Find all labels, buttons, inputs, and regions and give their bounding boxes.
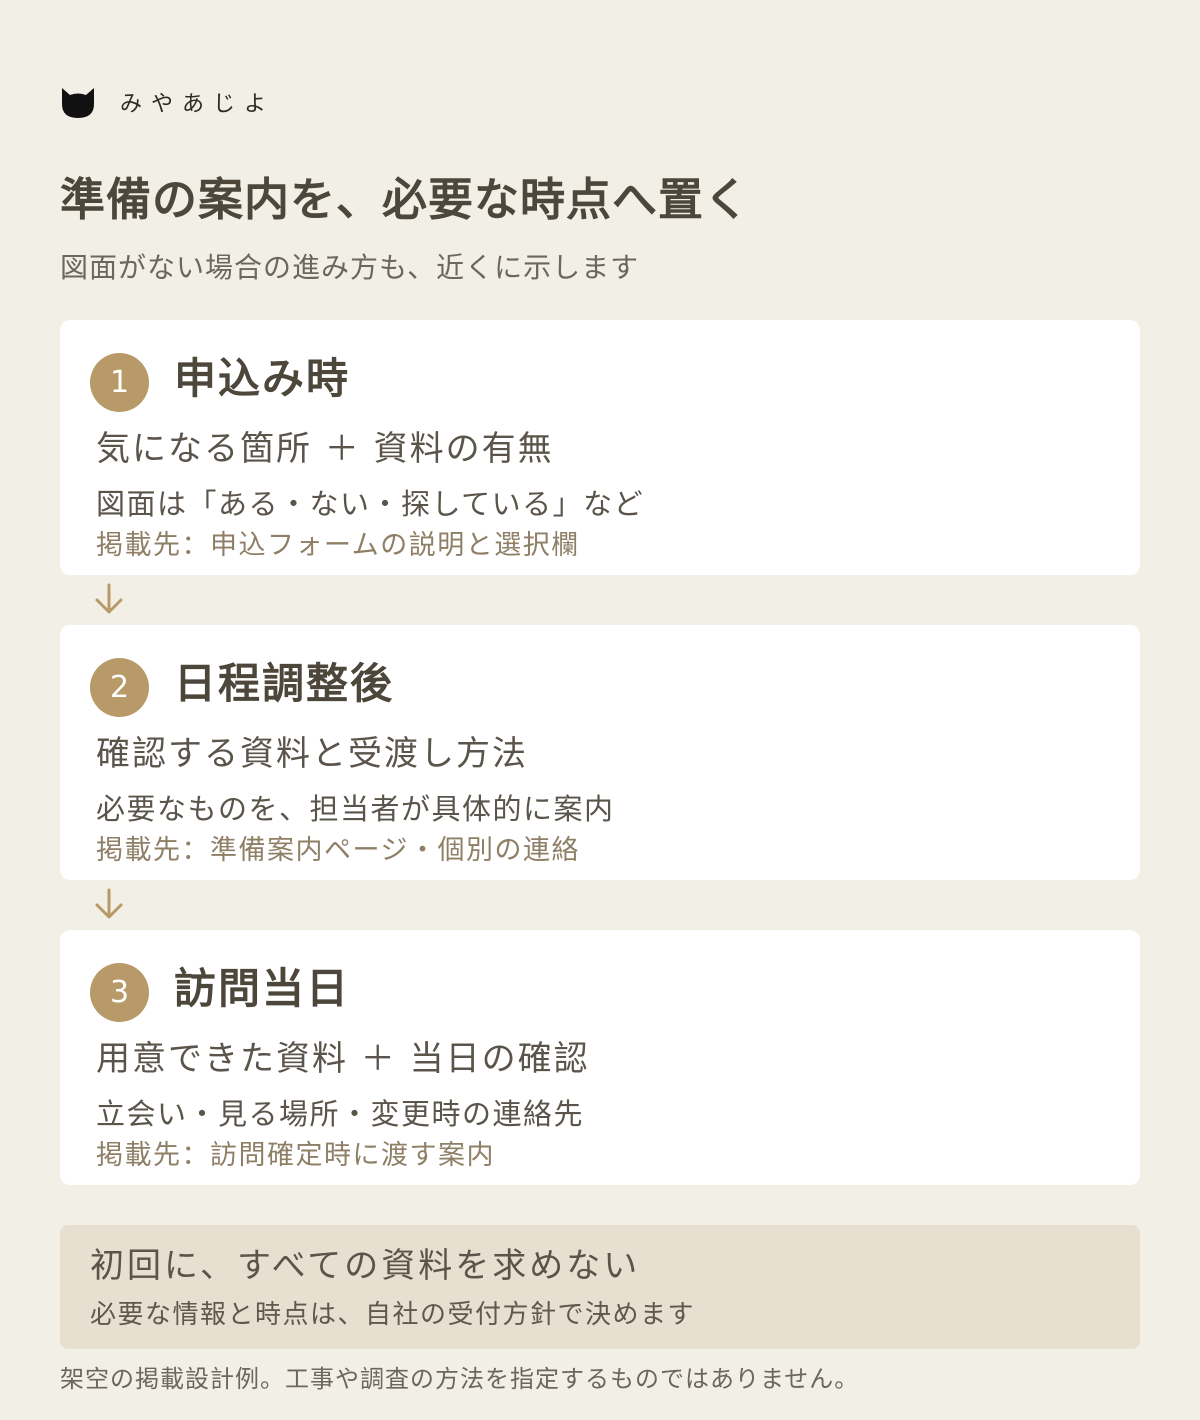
step-title: 日程調整後	[174, 659, 395, 708]
page-title: 準備の案内を、必要な時点へ置く	[60, 173, 751, 226]
step-title: 申込み時	[174, 354, 351, 403]
brand-name: みやあじよ	[120, 92, 276, 117]
step-main-text: 気になる箇所 ＋ 資料の有無	[96, 429, 554, 469]
cat-icon	[62, 88, 94, 118]
arrow-down-icon	[95, 888, 123, 919]
step-placement-text: 掲載先：準備案内ページ・個別の連絡	[96, 835, 580, 866]
step-detail-text: 必要なものを、担当者が具体的に案内	[96, 792, 615, 826]
step-detail-text: 図面は「ある・ない・探している」など	[96, 487, 645, 521]
arrow-down-icon	[95, 583, 123, 614]
brand: みやあじよ	[60, 84, 275, 120]
step-detail-text: 立会い・見る場所・変更時の連絡先	[96, 1097, 585, 1131]
step-main-text: 用意できた資料 ＋ 当日の確認	[96, 1039, 590, 1079]
note-text: 必要な情報と時点は、自社の受付方針で決めます	[90, 1300, 696, 1330]
step-placement-text: 掲載先：訪問確定時に渡す案内	[96, 1140, 495, 1171]
note-title: 初回に、すべての資料を求めない	[90, 1246, 641, 1286]
step-main-text: 確認する資料と受渡し方法	[96, 734, 528, 774]
page-subtitle: 図面がない場合の進み方も、近くに示します	[60, 251, 640, 284]
step-card-1: 1 申込み時 気になる箇所 ＋ 資料の有無 図面は「ある・ない・探している」など…	[60, 320, 1140, 575]
step-number-badge: 2	[90, 658, 149, 717]
step-placement-text: 掲載先：申込フォームの説明と選択欄	[96, 530, 580, 561]
step-card-2: 2 日程調整後 確認する資料と受渡し方法 必要なものを、担当者が具体的に案内 掲…	[60, 625, 1140, 880]
step-title: 訪問当日	[174, 964, 351, 1013]
step-card-3: 3 訪問当日 用意できた資料 ＋ 当日の確認 立会い・見る場所・変更時の連絡先 …	[60, 930, 1140, 1185]
footer-disclaimer: 架空の掲載設計例。工事や調査の方法を指定するものではありません。	[60, 1365, 860, 1393]
step-number-badge: 3	[90, 963, 149, 1022]
note-box: 初回に、すべての資料を求めない 必要な情報と時点は、自社の受付方針で決めます	[60, 1225, 1140, 1349]
step-number-badge: 1	[90, 353, 149, 412]
